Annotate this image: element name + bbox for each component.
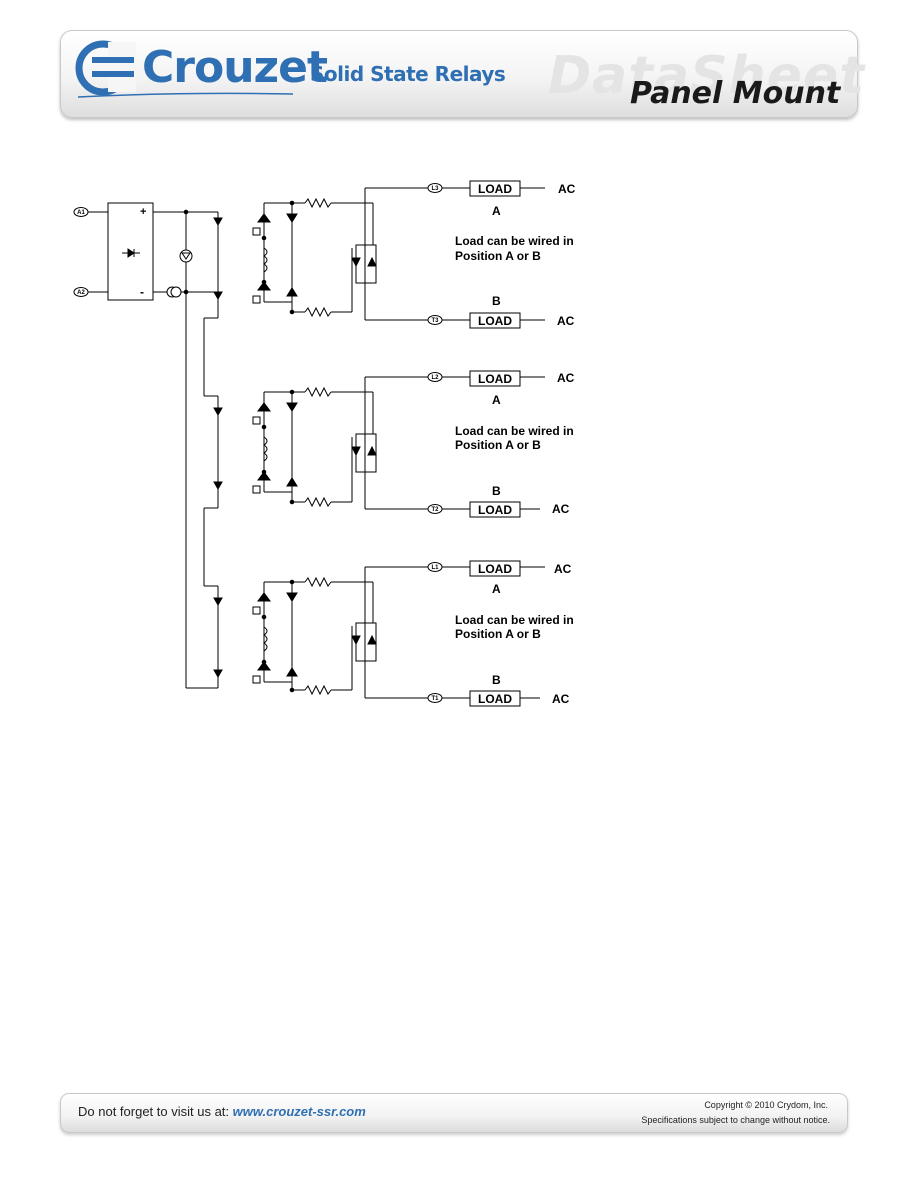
footer-visit-prefix: Do not forget to visit us at:: [78, 1104, 233, 1119]
input-rectifier-module: [107, 202, 154, 301]
svg-text:Position A or B: Position A or B: [455, 438, 541, 452]
website-link[interactable]: www.crouzet-ssr.com: [232, 1104, 366, 1119]
svg-text:LOAD: LOAD: [478, 314, 512, 328]
svg-text:AC: AC: [557, 371, 575, 385]
terminal-l3: L3: [427, 183, 443, 193]
wiring-diagram: A1 A2 + -: [73, 180, 576, 707]
svg-text:A: A: [492, 582, 501, 596]
svg-text:B: B: [492, 294, 501, 308]
phase-l3-circuit: [252, 188, 377, 320]
terminal-t2: T2: [427, 504, 443, 514]
svg-text:Load can be wired in: Load can be wired in: [455, 613, 574, 627]
terminal-l1: L1: [427, 562, 443, 572]
phase-l2-circuit: [252, 377, 377, 509]
svg-text:AC: AC: [558, 182, 576, 196]
copyright-notice: Copyright © 2010 Crydom, Inc.: [704, 1100, 828, 1110]
load-position-a-l1: [469, 560, 521, 577]
specifications-disclaimer: Specifications subject to change without…: [641, 1115, 830, 1125]
svg-text:Load can be wired in: Load can be wired in: [455, 234, 574, 248]
svg-text:B: B: [492, 673, 501, 687]
terminal-t3: T3: [427, 315, 443, 325]
svg-text:Position A or B: Position A or B: [455, 249, 541, 263]
svg-text:AC: AC: [557, 314, 575, 328]
opto-led-chain: [203, 212, 223, 688]
svg-text:Position A or B: Position A or B: [455, 627, 541, 641]
svg-text:LOAD: LOAD: [478, 372, 512, 386]
svg-text:Load can be wired in: Load can be wired in: [455, 424, 574, 438]
datasheet-watermark: DataSheet: [548, 46, 866, 106]
svg-text:AC: AC: [552, 692, 570, 706]
product-line: Solid State Relays: [310, 62, 506, 86]
document-type: Panel Mount: [630, 76, 841, 111]
svg-text:L3: L3: [431, 186, 439, 192]
svg-text:AC: AC: [552, 502, 570, 516]
svg-text:-: -: [140, 285, 144, 299]
svg-text:A2: A2: [77, 290, 85, 296]
svg-text:LOAD: LOAD: [478, 503, 512, 517]
brand-swoosh: [78, 92, 293, 98]
svg-text:A: A: [492, 204, 501, 218]
header-banner: [60, 30, 858, 118]
crouzet-logo-icon: [75, 40, 136, 96]
indicator-led-icon: [179, 249, 193, 263]
svg-text:T2: T2: [431, 507, 439, 513]
svg-text:LOAD: LOAD: [478, 562, 512, 576]
svg-text:B: B: [492, 484, 501, 498]
load-position-a-l2: [469, 370, 521, 387]
svg-text:A1: A1: [77, 210, 85, 216]
input-terminal-a1: A1: [73, 207, 89, 217]
svg-text:T3: T3: [431, 318, 439, 324]
input-terminal-a2: A2: [73, 287, 89, 297]
svg-text:+: +: [140, 206, 146, 218]
svg-text:LOAD: LOAD: [478, 182, 512, 196]
svg-text:LOAD: LOAD: [478, 692, 512, 706]
footer-visit-text: Do not forget to visit us at: www.crouze…: [78, 1104, 366, 1119]
svg-text:L2: L2: [431, 375, 439, 381]
svg-text:A: A: [492, 393, 501, 407]
brand-name: Crouzet: [142, 42, 328, 93]
footer-banner: [60, 1093, 848, 1133]
svg-text:L1: L1: [431, 565, 439, 571]
svg-text:T1: T1: [431, 696, 439, 702]
terminal-t1: T1: [427, 693, 443, 703]
svg-text:AC: AC: [554, 562, 572, 576]
phase-l1-circuit: [252, 567, 377, 698]
current-source-icon: [166, 286, 182, 298]
terminal-l2: L2: [427, 372, 443, 382]
rectifier-diode-icon: [122, 248, 140, 258]
